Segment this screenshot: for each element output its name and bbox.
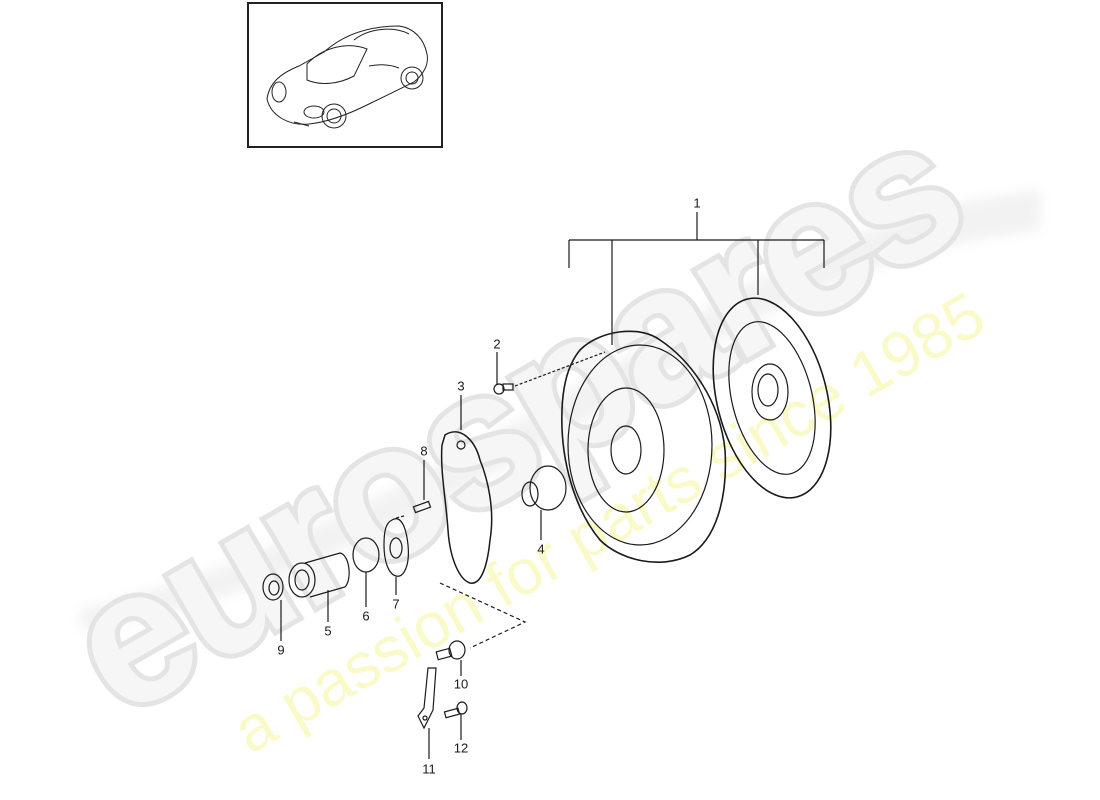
screw-12 [443, 701, 468, 740]
dashed-link [439, 582, 527, 649]
callout-bracket-1 [568, 212, 825, 345]
callout-2[interactable]: 2 [493, 336, 501, 352]
guide-sleeve-5 [288, 552, 350, 622]
callout-1[interactable]: 1 [693, 195, 701, 211]
screw-8 [395, 460, 432, 519]
callout-4[interactable]: 4 [537, 541, 545, 557]
shaft-seal-9 [262, 573, 284, 641]
pressure-plate [561, 330, 727, 563]
callout-11[interactable]: 11 [422, 761, 436, 777]
retaining-spring-11 [417, 667, 437, 759]
callout-12[interactable]: 12 [453, 740, 469, 756]
bolt-2 [493, 351, 606, 395]
gasket-plate-7 [383, 518, 409, 595]
o-ring-6 [352, 537, 380, 607]
callout-3[interactable]: 3 [457, 378, 465, 394]
callout-10[interactable]: 10 [453, 676, 469, 692]
car-icon [266, 25, 428, 129]
release-lever-3 [440, 395, 493, 584]
callout-7[interactable]: 7 [392, 596, 400, 612]
clutch-disc [712, 297, 832, 499]
ball-stud-10 [435, 640, 466, 676]
callout-8[interactable]: 8 [420, 443, 428, 459]
vehicle-thumbnail [247, 2, 443, 148]
release-bearing-4 [521, 465, 567, 540]
callout-6[interactable]: 6 [362, 608, 370, 624]
callout-9[interactable]: 9 [277, 642, 285, 658]
callout-5[interactable]: 5 [324, 623, 332, 639]
